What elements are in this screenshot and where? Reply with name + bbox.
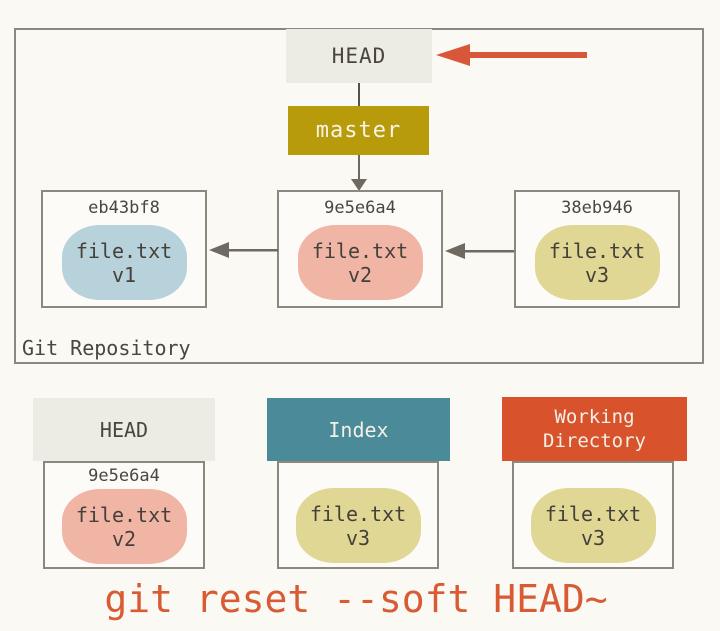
head-area-header: HEAD [33, 398, 215, 461]
head-area-title: HEAD [99, 417, 149, 442]
working-directory-area-title: Working Directory [543, 406, 646, 452]
working-directory-area-box: file.txt v3 [512, 461, 674, 569]
working-directory-file-blob: file.txt v3 [530, 488, 656, 563]
head-area-hash: 9e5e6a4 [88, 466, 160, 486]
file-name: file.txt [75, 238, 173, 263]
index-area-title: Index [328, 417, 389, 442]
red-pointer-arrow-icon [436, 44, 587, 66]
file-blob-v3: file.txt v3 [534, 225, 660, 300]
file-name: file.txt [75, 502, 173, 527]
commit-38eb946: 38eb946 file.txt v3 [514, 190, 680, 308]
index-area-file-blob: file.txt v3 [295, 488, 421, 563]
index-area-header: Index [267, 398, 450, 461]
commit-hash: 9e5e6a4 [324, 198, 396, 218]
file-version: v2 [347, 262, 373, 287]
file-version: v1 [111, 262, 137, 287]
commit3-to-commit2-parent-arrow-icon [445, 243, 514, 259]
commit2-to-commit1-parent-arrow-icon [209, 242, 278, 258]
head-node-label: HEAD [331, 44, 387, 68]
file-blob-v1: file.txt v1 [61, 225, 187, 300]
index-area-box: file.txt v3 [277, 461, 439, 569]
file-name: file.txt [544, 501, 642, 526]
head-area-box: 9e5e6a4 file.txt v2 [43, 461, 205, 569]
file-name: file.txt [548, 238, 646, 263]
working-directory-area-header: Working Directory [502, 397, 687, 461]
file-version: v3 [584, 262, 610, 287]
master-branch-node: master [288, 106, 429, 155]
file-name: file.txt [311, 238, 409, 263]
commit-9e5e6a4: 9e5e6a4 file.txt v2 [277, 190, 443, 308]
master-to-commit-arrow-icon [351, 155, 367, 191]
file-version: v2 [111, 526, 137, 551]
command-caption: git reset --soft HEAD~ [104, 577, 608, 621]
master-branch-label: master [315, 118, 402, 143]
head-to-master-connector [358, 83, 360, 107]
file-name: file.txt [309, 501, 407, 526]
commit-eb43bf8: eb43bf8 file.txt v1 [41, 190, 207, 308]
file-version: v3 [345, 525, 371, 550]
git-repository-label: Git Repository [22, 336, 191, 360]
head-node: HEAD [286, 29, 432, 83]
head-area-file-blob: file.txt v2 [61, 489, 187, 564]
file-version: v3 [580, 525, 606, 550]
commit-hash: 38eb946 [561, 198, 633, 218]
commit-hash: eb43bf8 [88, 198, 160, 218]
file-blob-v2: file.txt v2 [297, 225, 423, 300]
